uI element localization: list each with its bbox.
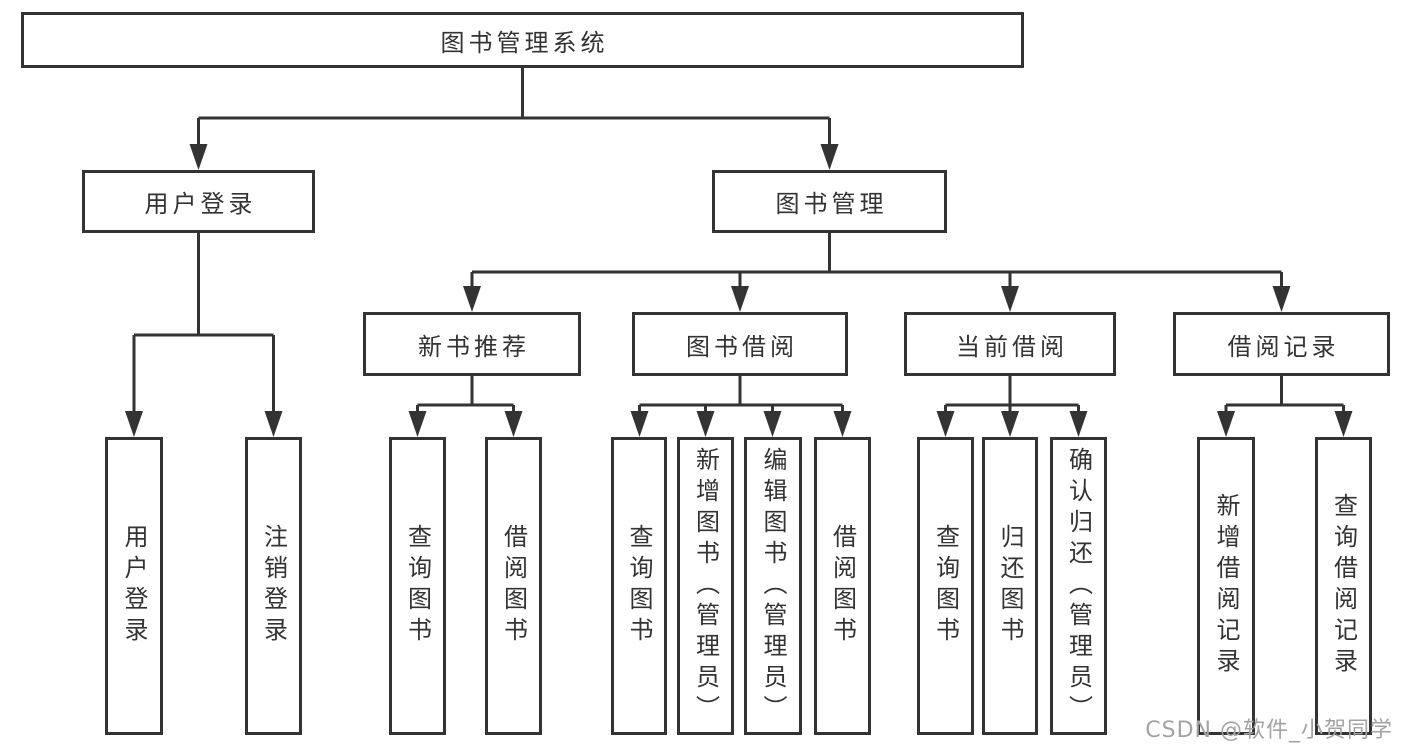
arrowhead <box>630 411 649 437</box>
connector-root-to-level2 <box>197 68 831 146</box>
arrowhead <box>1001 286 1019 312</box>
arrowhead <box>833 411 852 437</box>
node-borrowing-records: 借阅记录 <box>1173 312 1390 376</box>
arrowhead <box>463 286 481 312</box>
leaf-label: 注销登录 <box>259 524 288 648</box>
leaf-query-books: 查询图书 <box>917 437 974 735</box>
leaf-add-books-admin: 新增图书（管理员） <box>677 437 734 735</box>
leaf-label: 确认归还（管理员） <box>1064 446 1093 726</box>
connector-borrowing-records-to-leaves <box>1224 376 1345 413</box>
leaf-borrow-books: 借阅图书 <box>485 437 542 735</box>
leaf-query-borrow-record: 查询借阅记录 <box>1315 437 1372 735</box>
connector-current-borrowing-to-leaves <box>944 376 1080 413</box>
arrowhead <box>1001 411 1019 437</box>
arrowhead <box>504 411 523 437</box>
leaf-label: 新增图书（管理员） <box>691 446 720 726</box>
leaf-label: 查询图书 <box>625 524 653 648</box>
arrowhead <box>1334 411 1353 437</box>
leaf-label: 查询图书 <box>931 524 960 648</box>
arrowhead <box>189 144 208 170</box>
leaf-label: 借阅图书 <box>499 524 528 648</box>
leaf-label: 查询图书 <box>403 524 432 648</box>
leaf-confirm-return-admin: 确认归还（管理员） <box>1050 437 1107 735</box>
node-new-book-recommend: 新书推荐 <box>363 312 581 376</box>
arrowhead <box>408 411 427 437</box>
csdn-watermark: CSDN @软件_小贺同学 <box>1145 718 1393 743</box>
leaf-query-books: 查询图书 <box>611 437 667 735</box>
arrowhead <box>696 411 715 437</box>
leaf-label: 新增借阅记录 <box>1212 493 1240 679</box>
leaf-logout: 注销登录 <box>245 437 302 735</box>
connector-new-book-recommend-to-leaves <box>416 376 515 413</box>
leaf-label: 归还图书 <box>996 524 1024 648</box>
arrowhead <box>125 411 143 437</box>
arrowhead <box>1272 286 1291 312</box>
node-root-library-management-system: 图书管理系统 <box>21 12 1024 68</box>
connector-book-borrowing-to-leaves <box>638 376 844 413</box>
node-current-borrowing: 当前借阅 <box>904 312 1116 376</box>
leaf-label: 编辑图书（管理员） <box>759 446 787 726</box>
connector-book-management-to-level3 <box>470 233 1283 288</box>
arrowhead <box>936 411 955 437</box>
arrowhead <box>1069 411 1088 437</box>
leaf-borrow-books: 借阅图书 <box>814 437 871 735</box>
leaf-query-books: 查询图书 <box>389 437 446 735</box>
leaf-add-borrow-record: 新增借阅记录 <box>1197 437 1255 735</box>
arrowhead <box>763 411 782 437</box>
arrowheads <box>125 144 1353 437</box>
node-user-login: 用户登录 <box>82 170 315 233</box>
arrowhead <box>820 144 839 170</box>
connector-user-login-to-leaves <box>132 233 275 413</box>
leaf-label: 用户登录 <box>120 524 148 648</box>
leaf-label: 查询借阅记录 <box>1329 493 1358 679</box>
arrowhead <box>731 286 749 312</box>
leaf-return-books: 归还图书 <box>982 437 1038 735</box>
arrowhead <box>1217 411 1235 437</box>
leaf-label: 借阅图书 <box>828 524 857 648</box>
node-book-borrowing: 图书借阅 <box>632 312 848 376</box>
leaf-user-login: 用户登录 <box>105 437 163 735</box>
arrowhead <box>264 411 283 437</box>
node-book-management: 图书管理 <box>712 170 947 233</box>
leaf-edit-books-admin: 编辑图书（管理员） <box>744 437 802 735</box>
